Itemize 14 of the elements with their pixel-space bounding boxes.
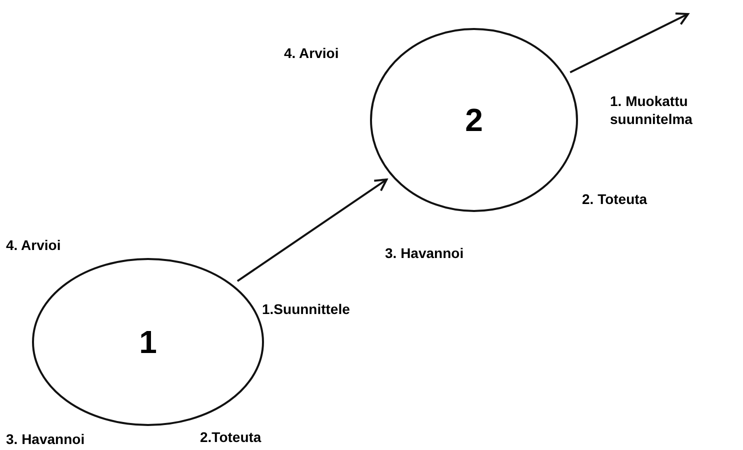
step-label: 1. Muokattu suunnitelma — [610, 92, 694, 128]
cycle-number: 2 — [465, 101, 483, 140]
step-label: 4. Arvioi — [284, 44, 340, 62]
step-label: 3. Havannoi — [6, 430, 86, 448]
cycle-circle — [32, 258, 264, 426]
step-label: 2. Toteuta — [582, 190, 648, 208]
cycle-circle — [370, 28, 578, 212]
step-label: 3. Havannoi — [385, 244, 465, 262]
step-label: 4. Arvioi — [6, 236, 62, 254]
arrow — [570, 12, 689, 74]
cycle-number: 1 — [139, 323, 157, 362]
arrow — [236, 178, 388, 282]
step-label: 2.Toteuta — [200, 428, 262, 446]
step-label: 1.Suunnittele — [262, 300, 351, 318]
